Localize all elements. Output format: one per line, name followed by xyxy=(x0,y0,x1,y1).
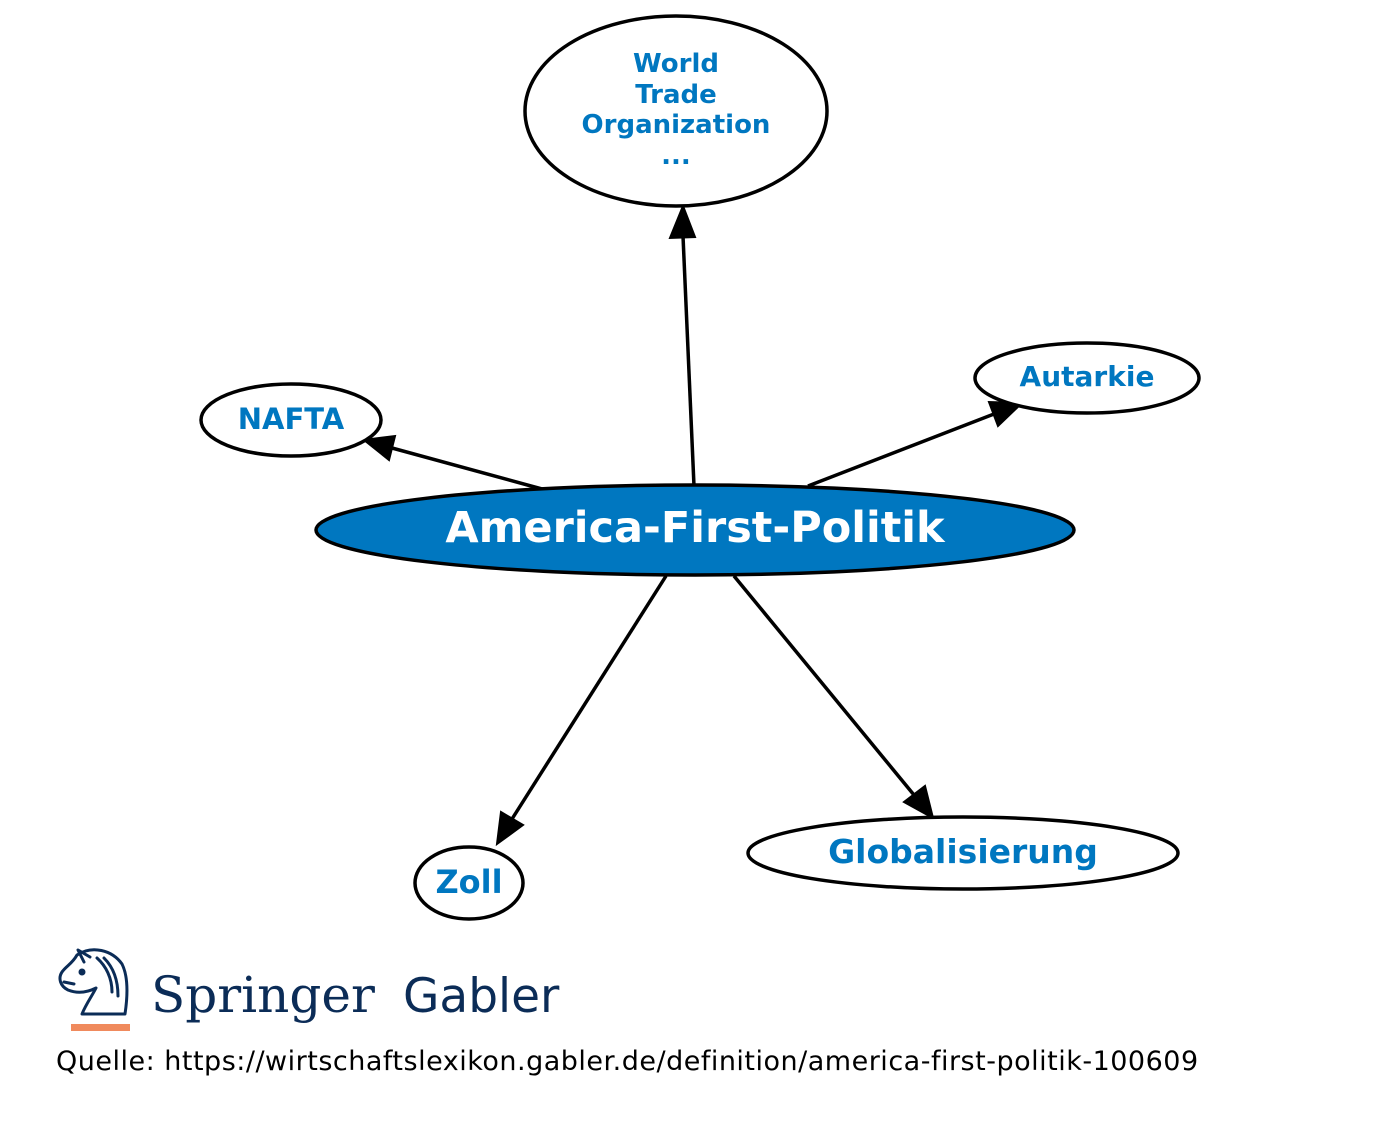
node-center-shape xyxy=(314,483,1076,577)
springer-horse-logo-icon xyxy=(58,948,129,1016)
node-nafta-label: NAFTA xyxy=(238,402,345,436)
node-wto-shape xyxy=(523,14,829,208)
node-zoll-shape xyxy=(413,845,525,921)
node-autarkie-label: Autarkie xyxy=(1020,360,1155,393)
arrowhead-globalisierung xyxy=(902,784,935,820)
edge-to-globalisierung xyxy=(732,574,916,797)
arrowhead-zoll xyxy=(495,810,525,847)
node-nafta[interactable]: NAFTA xyxy=(199,382,383,458)
logo-springer-text: Springer xyxy=(151,966,375,1024)
node-globalisierung-shape xyxy=(746,815,1180,891)
springer-gabler-logo: Springer Gabler xyxy=(58,948,560,1031)
node-autarkie-shape xyxy=(973,341,1201,415)
node-nafta-shape xyxy=(199,382,383,458)
node-world-trade-organization[interactable]: World Trade Organization ... xyxy=(523,14,829,208)
node-wto-line-4: ... xyxy=(661,141,691,171)
logo-underline xyxy=(71,1024,130,1031)
node-america-first-politik[interactable]: America-First-Politik xyxy=(314,483,1076,577)
node-globalisierung-label: Globalisierung xyxy=(828,832,1098,871)
node-wto-line-3: Organization xyxy=(582,110,771,140)
node-zoll[interactable]: Zoll xyxy=(413,845,525,921)
edges xyxy=(361,203,1025,847)
arrowhead-nafta xyxy=(361,434,397,462)
edge-to-zoll xyxy=(510,575,668,820)
edge-to-nafta xyxy=(391,446,543,491)
node-center-label: America-First-Politik xyxy=(445,503,946,553)
arrowhead-wto xyxy=(668,203,697,240)
edge-to-wto xyxy=(681,235,696,487)
node-autarkie[interactable]: Autarkie xyxy=(973,341,1201,415)
node-globalisierung[interactable]: Globalisierung xyxy=(746,815,1180,891)
node-wto-line-2: Trade xyxy=(635,80,717,110)
edge-to-autarkie xyxy=(807,412,995,488)
node-zoll-label: Zoll xyxy=(435,863,502,901)
source-citation: Quelle: https://wirtschaftslexikon.gable… xyxy=(56,1046,1199,1077)
node-wto-line-1: World xyxy=(633,49,719,79)
logo-gabler-text: Gabler xyxy=(403,969,560,1024)
